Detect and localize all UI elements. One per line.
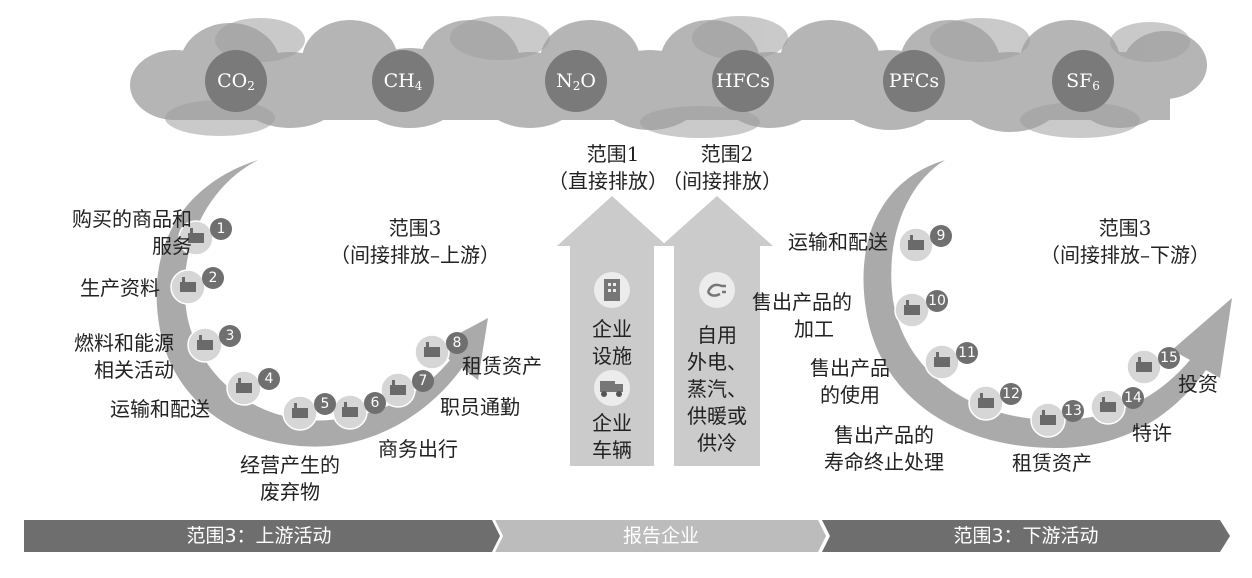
category-12-label: 售出产品的寿命终止处理 <box>824 423 944 474</box>
category-13-label: 租赁资产 <box>1012 451 1092 475</box>
gas-formula: SF <box>1066 70 1093 92</box>
category-10-label: 售出产品的 加工 <box>752 290 852 341</box>
scope2-items: 自用外电、 蒸汽、供暖或 供冷 <box>687 323 747 455</box>
category-7-label: 职员通勤 <box>440 395 520 419</box>
category-number-badge: 7 <box>412 370 434 392</box>
factory-icon <box>904 300 920 315</box>
invest-icon <box>1136 357 1152 372</box>
category-number-badge: 5 <box>314 393 336 415</box>
category-11-label: 售出产品的使用 <box>810 356 890 407</box>
category-number-badge: 1 <box>210 218 232 240</box>
scope1-items-facilities: 企业设施 <box>592 317 632 368</box>
shop-icon <box>1100 397 1116 412</box>
scope1-title: 范围1 （直接排放） <box>548 142 668 193</box>
gas-subscript: 2 <box>247 79 255 93</box>
truck-icon <box>180 277 196 292</box>
scope3-upstream-title: 范围3 （间接排放–上游） <box>330 216 500 267</box>
plug-icon <box>706 283 726 297</box>
category-number-badge: 9 <box>930 225 952 247</box>
gas-subscript: 6 <box>1092 79 1100 93</box>
category-number-badge: 10 <box>926 290 948 312</box>
fuel-icon <box>197 335 213 350</box>
category-5-label: 经营产生的废弃物 <box>240 453 340 504</box>
scope2-arrow <box>661 196 773 466</box>
trash-bag-icon <box>292 403 308 418</box>
category-number-badge: 6 <box>364 392 386 414</box>
gas-formula: HFCs <box>715 70 771 92</box>
category-9-label: 运输和配送 <box>788 230 888 254</box>
category-1-label: 购买的商品和服务 <box>72 207 192 258</box>
category-number-badge: 2 <box>202 267 224 289</box>
category-14-label: 特许 <box>1132 421 1172 445</box>
category-number-badge: 8 <box>446 332 468 354</box>
category-6-label: 商务出行 <box>378 437 458 461</box>
gas-formula: CO <box>217 70 248 92</box>
recycle-icon <box>978 393 994 408</box>
building-icon <box>604 279 620 301</box>
center-icons <box>594 272 735 406</box>
bar-upstream-label: 范围3：上游活动 <box>186 525 332 547</box>
bulb-icon <box>934 352 950 367</box>
ship-icon <box>908 235 924 250</box>
ship-icon <box>236 378 252 393</box>
category-number-badge: 3 <box>219 325 241 347</box>
building-icon <box>1040 410 1056 425</box>
gas-circle: HFCs <box>712 50 774 112</box>
scope1-items-vehicles: 企业车辆 <box>592 411 632 462</box>
category-number-badge: 13 <box>1062 400 1084 422</box>
bar-downstream <box>822 520 1230 552</box>
bar-upstream <box>24 520 500 552</box>
gas-subscript: 2 <box>572 79 581 93</box>
gas-formula-tail: O <box>580 70 596 92</box>
category-8-label: 租赁资产 <box>462 354 542 378</box>
truck-icon <box>600 381 615 392</box>
category-2-label: 生产资料 <box>80 276 160 300</box>
icon-discs <box>170 220 1162 438</box>
downstream-arc <box>863 160 1232 448</box>
category-number-badge: 4 <box>258 368 280 390</box>
bar-downstream-label: 范围3：下游活动 <box>953 525 1099 547</box>
plane-icon <box>342 402 358 417</box>
scope2-title: 范围2 （间接排放） <box>662 142 782 193</box>
gas-formula: CH <box>383 70 415 92</box>
category-3-label: 燃料和能源相关活动 <box>74 331 174 382</box>
category-15-label: 投资 <box>1178 372 1218 396</box>
gas-formula: N <box>556 70 573 92</box>
building-icon <box>424 342 440 357</box>
cloud-band-shadow <box>165 16 1190 138</box>
bar-company <box>494 520 826 552</box>
factory-icon <box>188 228 204 243</box>
category-4-label: 运输和配送 <box>110 397 210 421</box>
category-number-badge: 11 <box>956 342 978 364</box>
bar-company-label: 报告企业 <box>622 525 699 547</box>
category-number-badge: 12 <box>1000 383 1022 405</box>
gas-formula: PFCs <box>888 70 940 92</box>
scope3-downstream-title: 范围3 （间接排放–下游） <box>1040 216 1210 267</box>
gas-subscript: 4 <box>414 79 423 93</box>
scope1-arrow <box>557 196 667 466</box>
gas-circle: PFCs <box>883 50 945 112</box>
category-number-badge: 15 <box>1158 347 1180 369</box>
train-icon <box>390 380 406 395</box>
category-number-badge: 14 <box>1122 387 1144 409</box>
bar-divider <box>493 519 830 553</box>
